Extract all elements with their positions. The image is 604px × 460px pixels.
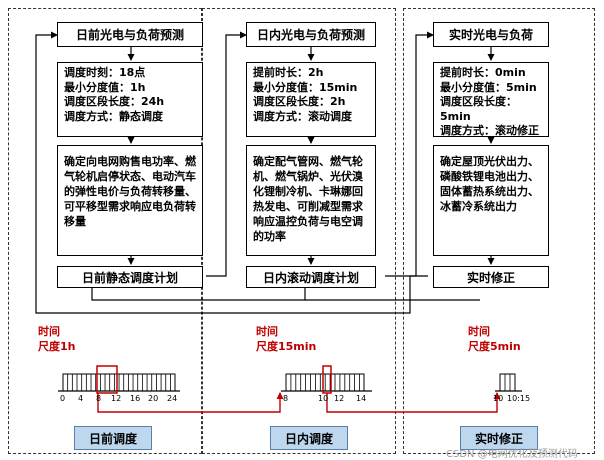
- param-line: 最小分度值：15min: [253, 80, 358, 94]
- time-label-line: 尺度5min: [468, 340, 521, 353]
- footer-realtime: 实时修正: [460, 426, 538, 450]
- tick-label: 12: [111, 394, 122, 403]
- tick-label: 4: [78, 394, 84, 403]
- param-line: 调度方式：滚动调度: [253, 109, 352, 123]
- tick-label: 14: [356, 394, 367, 403]
- tick-label: 20: [148, 394, 159, 403]
- intraday-description: 确定配气管网、燃气轮机、燃气锅炉、光伏溴化锂制冷机、卡琳娜回热发电、可削减型需求…: [246, 145, 376, 256]
- realtime-description: 确定屋顶光伏出力、磷酸铁锂电池出力、固体蓄热系统出力、冰蓄冷系统出力: [433, 145, 549, 256]
- intraday-time-label: 时间 尺度15min: [256, 324, 316, 354]
- intraday-forecast-title: 日内光电与负荷预测: [256, 28, 365, 42]
- realtime-plan: 实时修正: [433, 266, 549, 288]
- realtime-time-label: 时间 尺度5min: [468, 324, 521, 354]
- param-line: 调度时刻：18点: [64, 66, 146, 79]
- realtime-plan-text: 实时修正: [466, 270, 515, 285]
- time-label-line: 时间: [38, 325, 60, 338]
- tick-label: 8: [283, 394, 289, 403]
- intraday-plan-text: 日内滚动调度计划: [262, 270, 359, 285]
- day-ahead-forecast-title: 日前光电与负荷预测: [75, 28, 184, 42]
- param-line: 最小分度值：5min: [440, 80, 537, 94]
- tick-label: 12: [334, 394, 345, 403]
- intraday-description-text: 确定配气管网、燃气轮机、燃气锅炉、光伏溴化锂制冷机、卡琳娜回热发电、可削减型需求…: [253, 155, 363, 243]
- param-line: 调度方式：静态调度: [64, 109, 163, 123]
- time-label-line: 尺度15min: [256, 340, 317, 353]
- footer-day-ahead-text: 日前调度: [88, 431, 137, 446]
- realtime-forecast-title: 实时光电与负荷: [448, 28, 533, 42]
- day-ahead-params: 调度时刻：18点 最小分度值：1h 调度区段长度：24h 调度方式：静态调度: [57, 62, 203, 137]
- param-line: 调度方式：滚动修正: [440, 124, 539, 137]
- param-line: 调度区段长度：2h: [253, 95, 346, 108]
- day-ahead-plan-text: 日前静态调度计划: [81, 270, 178, 285]
- param-line: 提前时长：2h: [253, 66, 324, 79]
- day-ahead-plan: 日前静态调度计划: [57, 266, 203, 288]
- watermark: CSDN @电网优化及预测代码: [446, 449, 578, 460]
- time-label-line: 尺度1h: [38, 340, 76, 353]
- time-label-line: 时间: [468, 325, 490, 338]
- tick-label: 8: [96, 394, 102, 403]
- footer-day-ahead: 日前调度: [74, 426, 152, 450]
- tick-label: 10:15: [507, 394, 531, 403]
- tick-label: 24: [167, 394, 178, 403]
- tick-label: 10: [318, 394, 329, 403]
- footer-intraday-text: 日内调度: [284, 431, 333, 446]
- param-line: 调度区段长度：5min: [440, 95, 517, 123]
- param-line: 提前时长：0min: [440, 66, 526, 79]
- time-label-line: 时间: [256, 325, 278, 338]
- footer-intraday: 日内调度: [270, 426, 348, 450]
- timeline-intraday: [281, 373, 372, 392]
- realtime-forecast-header: 实时光电与负荷: [433, 22, 549, 47]
- footer-realtime-text: 实时修正: [474, 431, 523, 446]
- realtime-description-text: 确定屋顶光伏出力、磷酸铁锂电池出力、固体蓄热系统出力、冰蓄冷系统出力: [440, 155, 539, 213]
- panel-frame-realtime: [403, 8, 595, 454]
- intraday-forecast-header: 日内光电与负荷预测: [246, 22, 376, 47]
- day-ahead-forecast-header: 日前光电与负荷预测: [57, 22, 203, 47]
- realtime-params: 提前时长：0min 最小分度值：5min 调度区段长度：5min 调度方式：滚动…: [433, 62, 549, 137]
- param-line: 最小分度值：1h: [64, 80, 146, 94]
- tick-label: 10: [493, 394, 504, 403]
- day-ahead-description-text: 确定向电网购售电功率、燃气轮机启停状态、电动汽车的弹性电价与负荷转移量、可平移型…: [64, 155, 196, 228]
- day-ahead-time-label: 时间 尺度1h: [38, 324, 76, 354]
- intraday-params: 提前时长：2h 最小分度值：15min 调度区段长度：2h 调度方式：滚动调度: [246, 62, 376, 137]
- tick-label: 0: [60, 394, 66, 403]
- tick-label: 16: [130, 394, 141, 403]
- param-line: 调度区段长度：24h: [64, 95, 165, 108]
- timeline-realtime: [495, 373, 522, 392]
- intraday-plan: 日内滚动调度计划: [246, 266, 376, 288]
- day-ahead-description: 确定向电网购售电功率、燃气轮机启停状态、电动汽车的弹性电价与负荷转移量、可平移型…: [57, 145, 203, 256]
